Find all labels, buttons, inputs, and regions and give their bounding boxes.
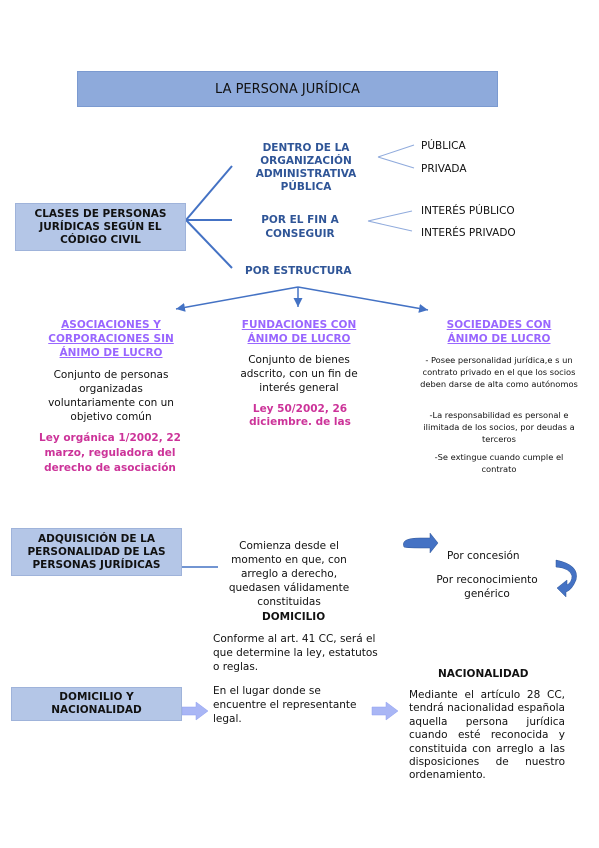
curved-arrow-concesion-icon xyxy=(403,532,439,554)
arrow-asociaciones xyxy=(175,286,299,312)
adquisicion-label: ADQUISICIÓN DE LA PERSONALIDAD DE LAS PE… xyxy=(27,532,166,571)
line-to-organizacion xyxy=(185,165,233,221)
concesion-label: Por concesión xyxy=(447,550,520,562)
sociedades-p3: -Se extingue cuando cumple el contrato xyxy=(434,452,564,474)
block-arrow-domicilio-icon xyxy=(181,701,209,721)
clases-box: CLASES DE PERSONAS JURÍDICAS SEGÚN EL CÓ… xyxy=(15,203,186,251)
adquisicion-box: ADQUISICIÓN DE LA PERSONALIDAD DE LAS PE… xyxy=(11,528,182,576)
page-title-text: LA PERSONA JURÍDICA xyxy=(215,81,360,97)
line-privada xyxy=(377,156,415,169)
line-interes-publico xyxy=(367,210,413,222)
curved-arrow-reconocimiento-icon xyxy=(555,559,577,598)
domicilio-heading: DOMICILIO xyxy=(262,611,326,623)
sociedades-p1: - Posee personalidad jurídica,e s un con… xyxy=(420,355,578,389)
line-publica xyxy=(377,144,415,158)
interes-publico-label: INTERÉS PÚBLICO xyxy=(421,205,515,217)
fundaciones-desc: Conjunto de bienes adscrito, con un fin … xyxy=(240,354,358,394)
adquisicion-desc: Comienza desde el momento en que, con ar… xyxy=(228,540,350,608)
page-title: LA PERSONA JURÍDICA xyxy=(77,71,498,107)
domicilio-p1: Conforme al art. 41 CC, será el que dete… xyxy=(213,633,378,673)
publica-label: PÚBLICA xyxy=(421,140,466,152)
domicilio-box: DOMICILIO Y NACIONALIDAD xyxy=(11,687,182,721)
fundaciones-ley-clip: Ley 50/2002, 26 diciembre, de las xyxy=(240,403,360,425)
domicilio-p2: En el lugar donde se encuentre el repres… xyxy=(213,685,357,725)
sociedades-heading: SOCIEDADES CON ÁNIMO DE LUCRO xyxy=(446,319,552,345)
asociaciones-heading: ASOCIACIONES Y CORPORACIONES SIN ÁNIMO D… xyxy=(48,319,174,359)
interes-privado-label: INTERÉS PRIVADO xyxy=(421,227,516,239)
organizacion-heading: DENTRO DE LA ORGANIZACIÓN ADMINISTRATIVA… xyxy=(255,142,357,193)
arrow-sociedades xyxy=(297,286,429,313)
line-to-estructura xyxy=(185,219,233,269)
block-arrow-nacionalidad-icon xyxy=(371,701,399,721)
estructura-heading: POR ESTRUCTURA xyxy=(245,265,352,277)
privada-label: PRIVADA xyxy=(421,163,467,175)
reconocimiento-label: Por reconocimiento genérico xyxy=(436,574,538,600)
fundaciones-ley: Ley 50/2002, 26 diciembre, de las xyxy=(249,403,351,425)
asociaciones-desc: Conjunto de personas organizadas volunta… xyxy=(48,369,174,423)
fundaciones-heading: FUNDACIONES CON ÁNIMO DE LUCRO xyxy=(241,319,357,345)
nacionalidad-heading: NACIONALIDAD xyxy=(438,668,529,680)
clases-label: CLASES DE PERSONAS JURÍDICAS SEGÚN EL CÓ… xyxy=(34,207,167,246)
line-interes-privado xyxy=(367,220,413,232)
fin-heading: POR EL FIN A CONSEGUIR xyxy=(261,214,339,240)
asociaciones-ley: Ley orgánica 1/2002, 22 marzo, regulador… xyxy=(39,432,181,474)
nacionalidad-text: Mediante el artículo 28 CC, tendrá nacio… xyxy=(409,689,565,782)
domicilio-label: DOMICILIO Y NACIONALIDAD xyxy=(51,691,142,716)
sociedades-p2: -La responsabilidad es personal e ilimit… xyxy=(423,410,575,444)
